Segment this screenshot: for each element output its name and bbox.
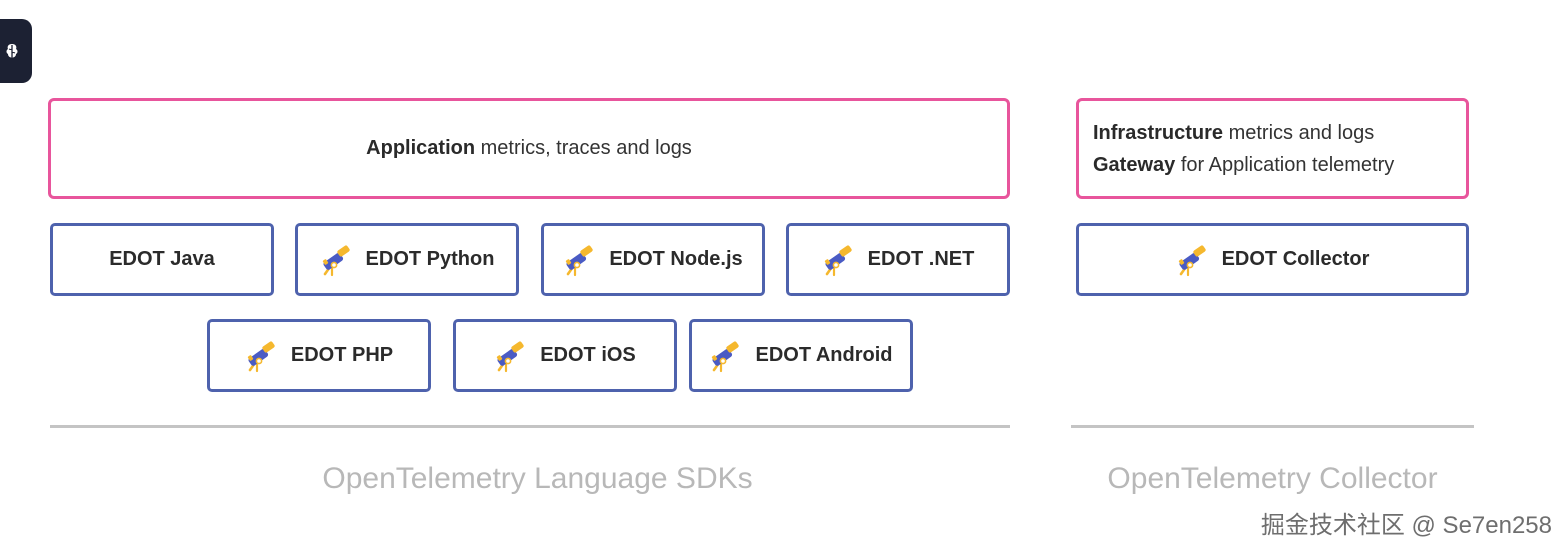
- edot-android-box: EDOT Android: [689, 319, 913, 392]
- application-rest-label: metrics, traces and logs: [475, 137, 692, 159]
- edot-php-label: EDOT PHP: [290, 344, 394, 366]
- gateway-line: Gateway for Application telemetry: [1093, 149, 1466, 181]
- sdks-divider: [50, 425, 1010, 428]
- edot-nodejs-box: EDOT Node.js: [541, 223, 765, 296]
- edot-android-label: EDOT Android: [755, 344, 893, 366]
- sdks-section-caption: OpenTelemetry Language SDKs: [322, 462, 753, 495]
- telescope-icon: [494, 339, 528, 373]
- collector-divider: [1071, 425, 1474, 428]
- edot-java-box: EDOT Java: [50, 223, 274, 296]
- edot-python-label: EDOT Python: [365, 248, 495, 270]
- edot-java-label: EDOT Java: [109, 248, 215, 270]
- edot-php-box: EDOT PHP: [207, 319, 431, 392]
- edot-ios-box: EDOT iOS: [453, 319, 677, 392]
- edot-collector-box: EDOT Collector: [1076, 223, 1469, 296]
- infrastructure-line: Infrastructure metrics and logs: [1093, 117, 1466, 149]
- telescope-icon: [563, 243, 597, 277]
- edot-collector-label: EDOT Collector: [1221, 248, 1370, 270]
- application-telemetry-box: Application metrics, traces and logs: [48, 98, 1010, 199]
- application-telemetry-text: Application metrics, traces and logs: [366, 137, 692, 160]
- application-bold-label: Application: [366, 137, 476, 159]
- gateway-bold-label: Gateway: [1093, 153, 1176, 176]
- telescope-icon: [822, 243, 856, 277]
- sidebar-toggle-tab[interactable]: [0, 19, 32, 83]
- telescope-icon: [245, 339, 279, 373]
- edot-dotnet-box: EDOT .NET: [786, 223, 1010, 296]
- edot-dotnet-label: EDOT .NET: [867, 248, 975, 270]
- telescope-icon: [1176, 243, 1210, 277]
- infrastructure-rest-label: metrics and logs: [1223, 121, 1375, 144]
- edot-ios-label: EDOT iOS: [540, 344, 636, 366]
- collector-section-caption: OpenTelemetry Collector: [1107, 462, 1438, 495]
- infrastructure-telemetry-box: Infrastructure metrics and logs Gateway …: [1076, 98, 1469, 199]
- edot-python-box: EDOT Python: [295, 223, 519, 296]
- infrastructure-bold-label: Infrastructure: [1093, 121, 1224, 144]
- watermark: 掘金技术社区 @ Se7en258: [1260, 512, 1552, 539]
- telescope-icon: [709, 339, 743, 373]
- telescope-icon: [320, 243, 354, 277]
- edot-nodejs-label: EDOT Node.js: [609, 248, 743, 270]
- brain-icon: [6, 44, 18, 58]
- gateway-rest-label: for Application telemetry: [1175, 153, 1395, 176]
